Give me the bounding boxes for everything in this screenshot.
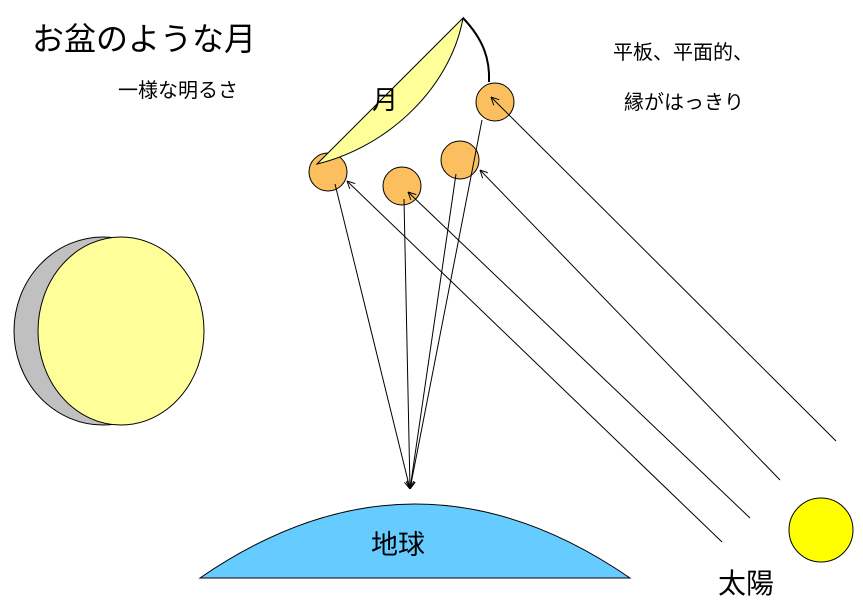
surface-bumps xyxy=(308,82,515,206)
moon-label: 月 xyxy=(372,86,399,116)
sun-rays xyxy=(347,97,837,543)
note-line-2: 縁がはっきり xyxy=(624,90,744,114)
diagram-title: お盆のような月 xyxy=(32,20,257,58)
sun-label: 太陽 xyxy=(718,567,775,600)
reflected-rays xyxy=(334,119,483,489)
note-line-1: 平板、平面的、 xyxy=(613,40,753,64)
subtitle: 一様な明るさ xyxy=(118,78,238,102)
half-moon xyxy=(315,16,464,165)
earth xyxy=(198,503,632,579)
earth-label: 地球 xyxy=(371,530,425,561)
moon-dark-edge xyxy=(462,17,491,83)
sun xyxy=(788,497,854,563)
full-moon-illustration xyxy=(13,236,205,426)
